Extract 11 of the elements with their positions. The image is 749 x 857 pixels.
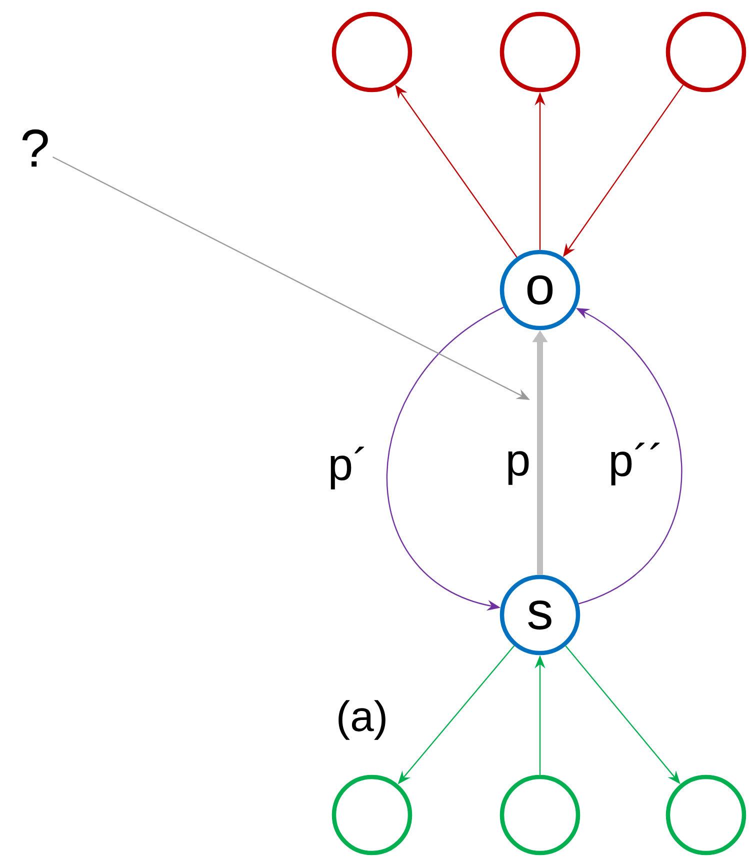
empty-circle [666,12,746,92]
empty-circle [666,774,746,856]
panel-label: (a) [338,700,386,740]
empty-circle [332,774,412,856]
question-mark: ? [22,129,48,167]
empty-circle [500,774,580,856]
empty-circle [332,12,412,92]
edge-label: p´´ [606,441,666,487]
empty-circle [500,12,580,92]
edge-label: p´ [326,445,370,491]
edge-label: p [504,450,532,486]
